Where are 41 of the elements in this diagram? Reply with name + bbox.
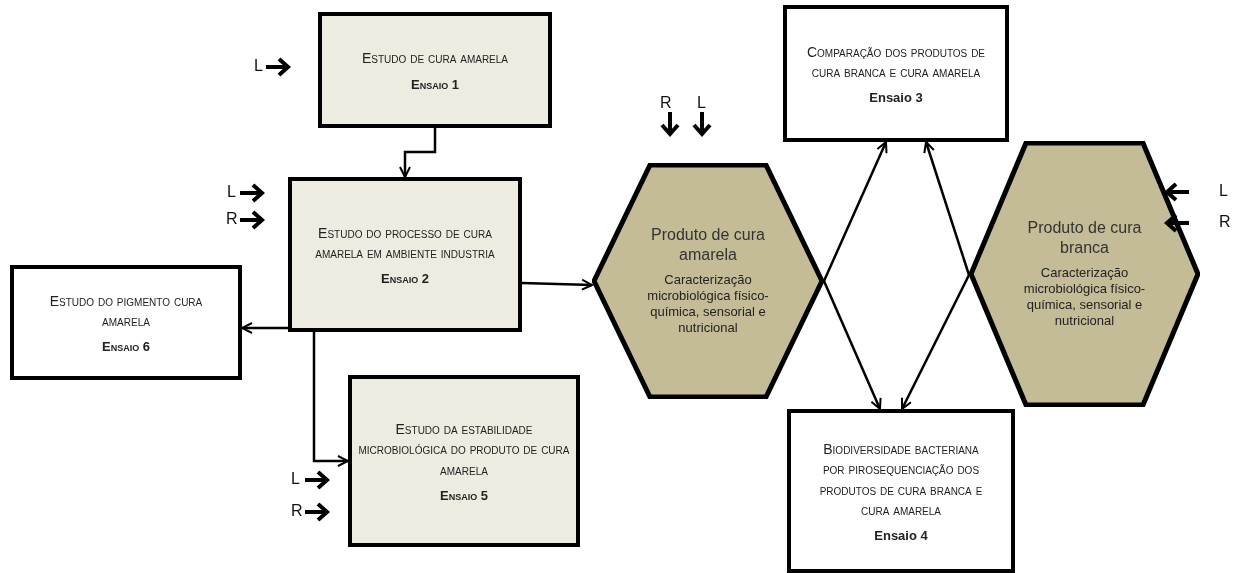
study-title: Estudo do pigmento cura amarela <box>48 291 204 331</box>
arrow <box>822 280 882 410</box>
arrow <box>521 278 593 291</box>
process-box <box>288 177 522 332</box>
study-title: Biodiversidade bacteriana por pirosequenciação dos produtos de cura branca e cura amarela <box>818 439 984 520</box>
arrow <box>399 128 437 178</box>
side-label: R <box>1219 214 1231 230</box>
product-title: Produto de cura amarela <box>650 225 766 264</box>
product-hexagon <box>592 163 824 399</box>
process-box <box>10 265 242 380</box>
test-label: Ensaio 2 <box>381 271 429 287</box>
arrow <box>900 274 971 410</box>
product-title: Produto de cura branca <box>1026 218 1143 257</box>
arrow <box>241 322 288 334</box>
arrow <box>312 332 349 467</box>
test-label: Ensaio 1 <box>411 76 459 92</box>
side-label: L <box>1219 183 1228 199</box>
study-title: Estudo de cura amarela <box>361 49 509 69</box>
process-box <box>348 375 580 547</box>
study-title: Comparação dos produtos de cura branca e cura amarela <box>805 42 987 82</box>
test-label: Ensaio 6 <box>102 339 150 355</box>
side-label: L <box>227 184 236 200</box>
side-label: R <box>291 503 303 519</box>
side-label: L <box>254 58 263 74</box>
study-title: Estudo da estabilidade microbiológica do produto de cura amarela <box>357 420 571 480</box>
test-label: Ensaio 3 <box>869 90 923 106</box>
process-box <box>787 409 1015 573</box>
product-hexagon <box>969 141 1200 407</box>
product-description: Caracterização microbiológica físico-química, sensorial e nutricional <box>646 271 770 337</box>
test-label: Ensaio 5 <box>440 487 488 503</box>
side-label: L <box>697 95 706 111</box>
test-label: Ensaio 4 <box>874 528 928 544</box>
side-label: R <box>226 211 238 227</box>
side-label: R <box>660 95 672 111</box>
product-description: Caracterização microbiológica físico-química, sensorial e nutricional <box>1022 264 1147 330</box>
process-box <box>783 5 1009 142</box>
side-label: L <box>291 471 300 487</box>
process-box <box>318 12 552 128</box>
study-title: Estudo do processo de cura amarela em ambiente industria <box>314 223 496 263</box>
arrow <box>923 141 971 276</box>
arrow <box>822 141 888 282</box>
